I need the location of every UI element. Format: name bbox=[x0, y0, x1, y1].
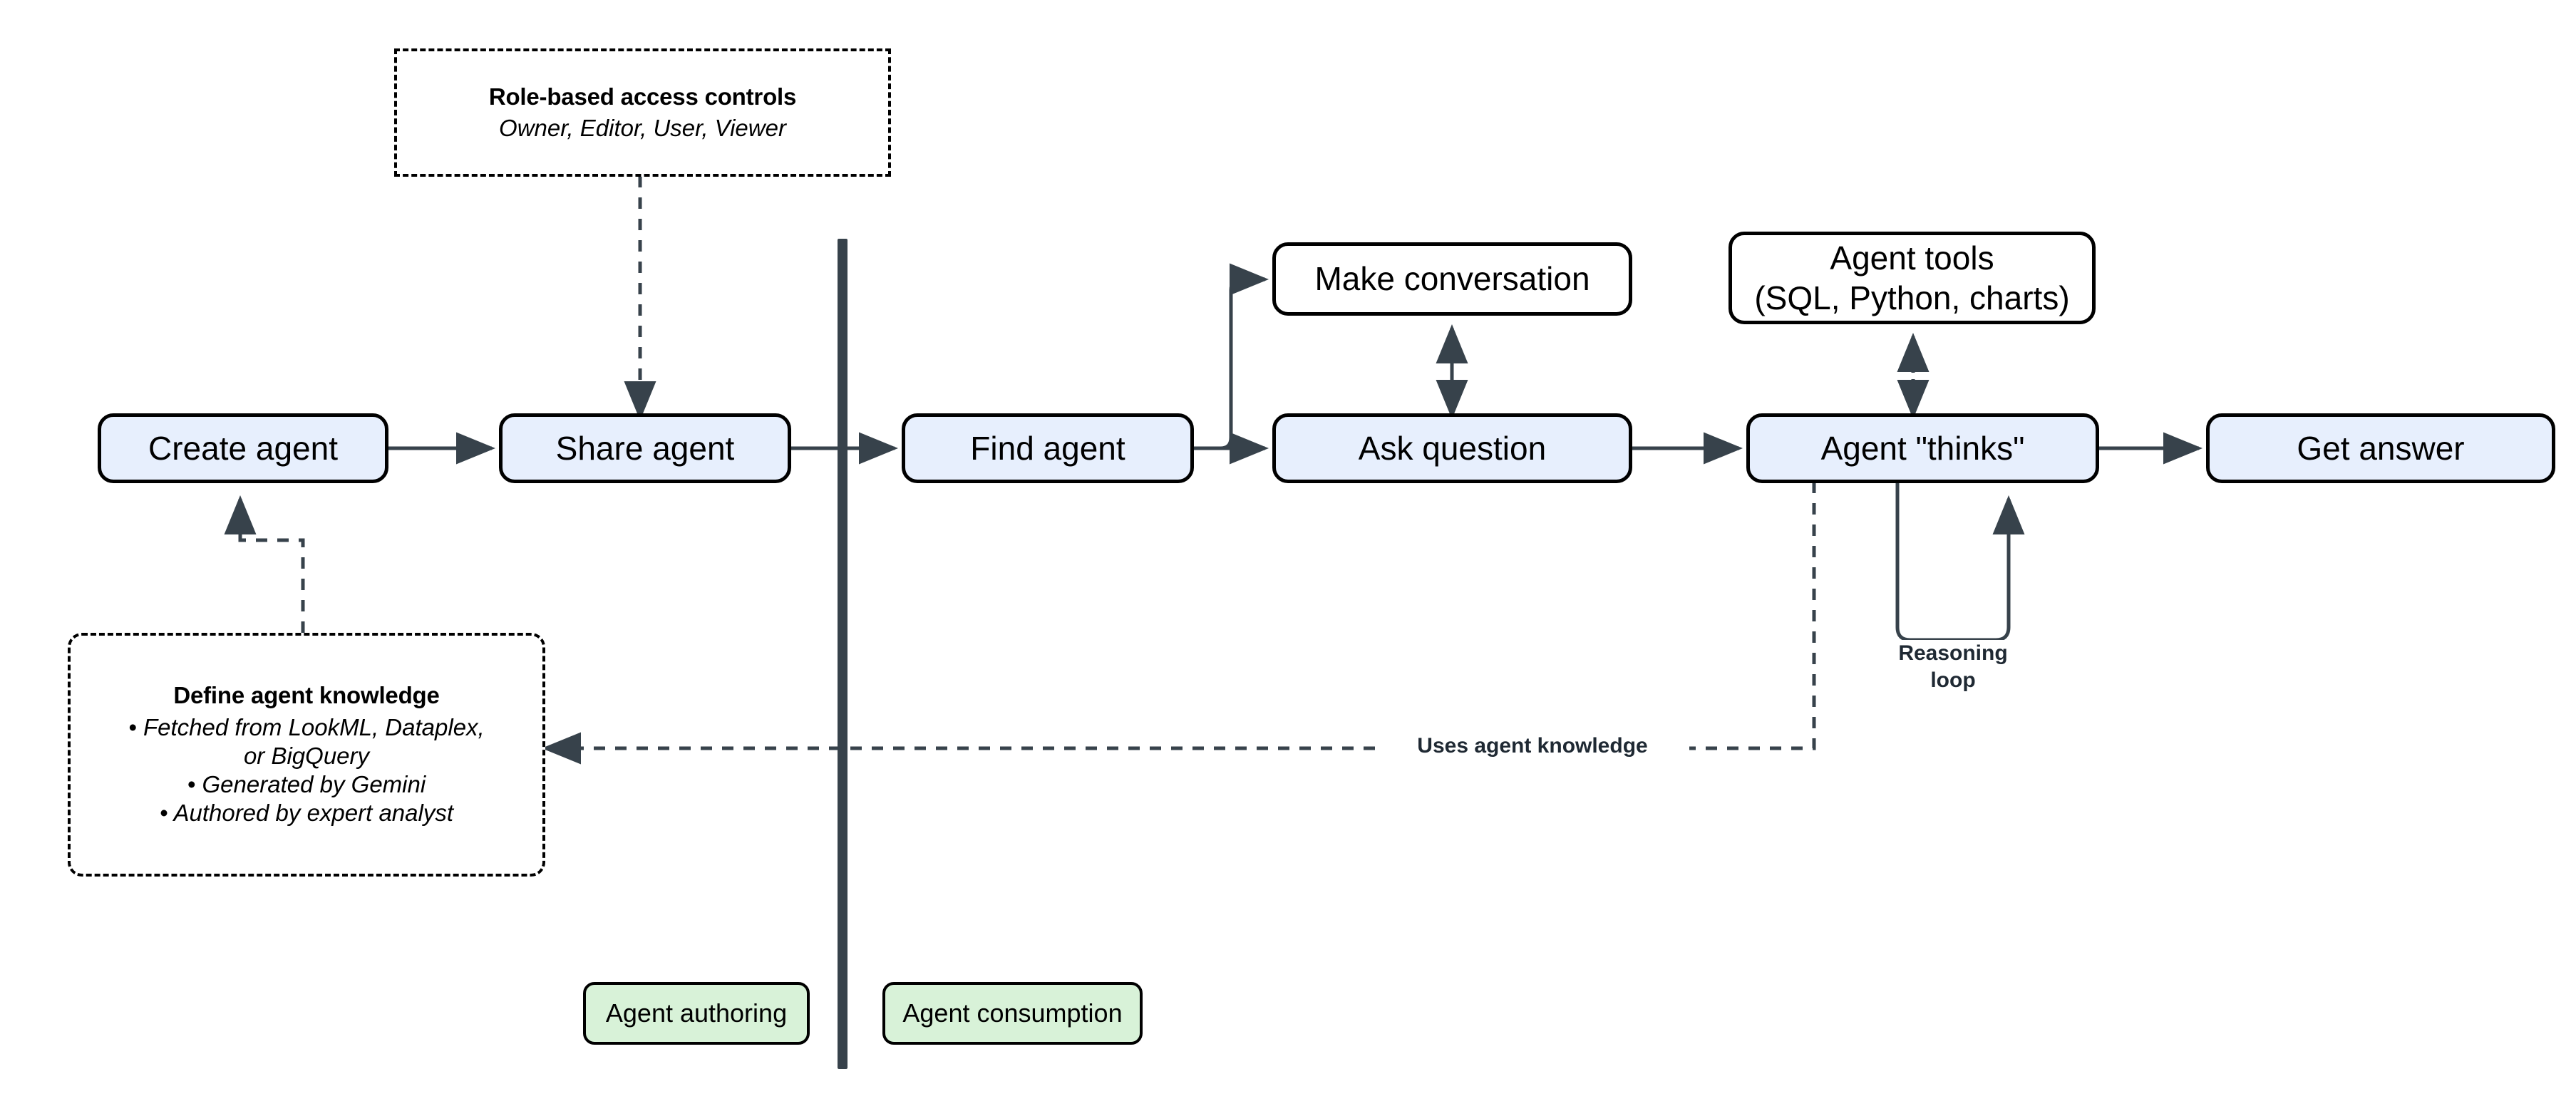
rbac-annotation: Role-based access controls Owner, Editor… bbox=[394, 48, 891, 177]
list-item: or BigQuery bbox=[243, 742, 370, 769]
node-label: Make conversation bbox=[1314, 260, 1590, 298]
node-get-answer[interactable]: Get answer bbox=[2206, 413, 2555, 483]
define-agent-knowledge-annotation: Define agent knowledge • Fetched from Lo… bbox=[68, 633, 545, 877]
node-label: Share agent bbox=[555, 429, 735, 467]
node-label: Agent "thinks" bbox=[1820, 429, 2025, 467]
legend-agent-consumption: Agent consumption bbox=[882, 982, 1143, 1045]
list-item: • Fetched from LookML, Dataplex, bbox=[128, 713, 485, 740]
knowledge-title: Define agent knowledge bbox=[173, 681, 440, 708]
node-label: Create agent bbox=[148, 429, 338, 467]
uses-agent-knowledge-label: Uses agent knowledge bbox=[1376, 733, 1689, 760]
list-item: • Generated by Gemini bbox=[187, 771, 426, 797]
legend-agent-authoring: Agent authoring bbox=[583, 982, 810, 1045]
node-label: Agent tools (SQL, Python, charts) bbox=[1754, 239, 2070, 316]
node-label: Ask question bbox=[1358, 429, 1547, 467]
section-divider bbox=[838, 239, 847, 1069]
reasoning-loop-label: Reasoning loop bbox=[1867, 640, 2039, 693]
legend-label: Agent authoring bbox=[605, 998, 788, 1028]
rbac-subtitle: Owner, Editor, User, Viewer bbox=[499, 115, 786, 141]
node-agent-thinks[interactable]: Agent "thinks" bbox=[1746, 413, 2099, 483]
node-agent-tools[interactable]: Agent tools (SQL, Python, charts) bbox=[1729, 232, 2096, 324]
node-make-conversation[interactable]: Make conversation bbox=[1272, 242, 1632, 316]
knowledge-bullet-list: • Fetched from LookML, Dataplex, or BigQ… bbox=[113, 713, 500, 828]
list-item: • Authored by expert analyst bbox=[159, 800, 454, 827]
node-share-agent[interactable]: Share agent bbox=[499, 413, 791, 483]
node-label: Find agent bbox=[970, 429, 1125, 467]
node-find-agent[interactable]: Find agent bbox=[902, 413, 1194, 483]
node-create-agent[interactable]: Create agent bbox=[98, 413, 388, 483]
legend-label: Agent consumption bbox=[902, 998, 1123, 1028]
rbac-title: Role-based access controls bbox=[488, 83, 797, 110]
node-label: Get answer bbox=[2297, 429, 2465, 467]
node-ask-question[interactable]: Ask question bbox=[1272, 413, 1632, 483]
